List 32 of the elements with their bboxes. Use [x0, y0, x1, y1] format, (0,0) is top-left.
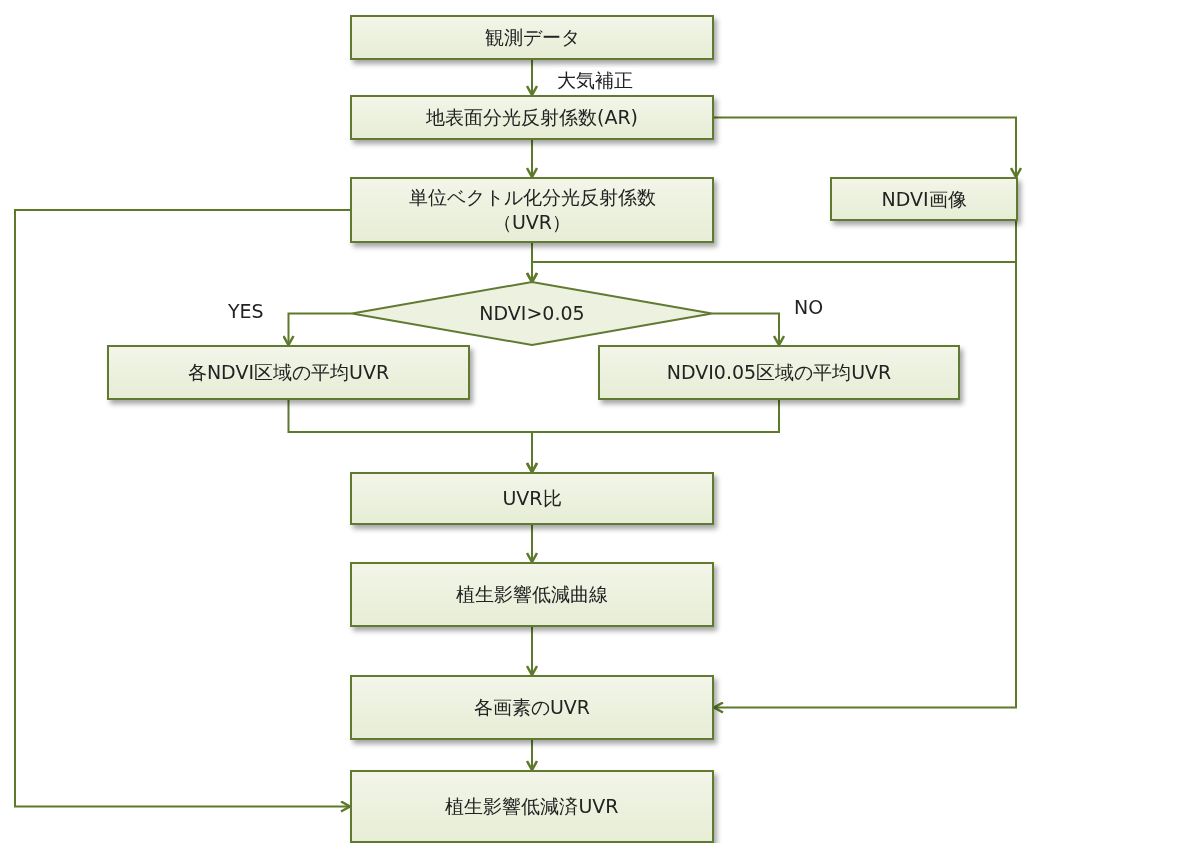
arrow	[525, 626, 539, 677]
arrow	[525, 524, 539, 564]
process-box	[350, 562, 714, 627]
node-text: 植生影響低減曲線	[455, 582, 609, 607]
node-text: NDVI画像	[880, 186, 968, 212]
process-box	[350, 770, 714, 843]
process-box	[350, 472, 714, 525]
node-text: NDVI>0.05	[478, 301, 586, 326]
process-box	[350, 95, 714, 140]
process-box	[107, 345, 470, 400]
arrow	[711, 312, 786, 347]
node-text: 植生影響低減済UVR	[444, 794, 620, 819]
node-text: UVR比	[501, 486, 563, 511]
node-text: NDVI0.05区域の平均UVR	[665, 360, 893, 385]
node-text: 各NDVI区域の平均UVR	[186, 360, 391, 385]
process-box	[350, 177, 714, 243]
node-text: 単位ベクトル化分光反射係数（UVR）	[407, 185, 657, 235]
arrow	[525, 399, 780, 474]
process-box	[350, 15, 714, 60]
process-box	[598, 345, 960, 400]
process-box	[350, 675, 714, 740]
arrow	[525, 59, 539, 97]
node-text: 各画素のUVR	[472, 695, 592, 720]
arrow	[525, 139, 539, 179]
arrow	[282, 312, 353, 347]
arrow	[525, 739, 539, 772]
process-box	[830, 177, 1018, 221]
node-text: 観測データ	[483, 25, 581, 50]
arrow	[713, 116, 1023, 179]
node-text: 地表面分光反射係数(AR)	[425, 105, 639, 130]
arrow	[14, 209, 352, 813]
decision-diamond	[352, 282, 712, 345]
